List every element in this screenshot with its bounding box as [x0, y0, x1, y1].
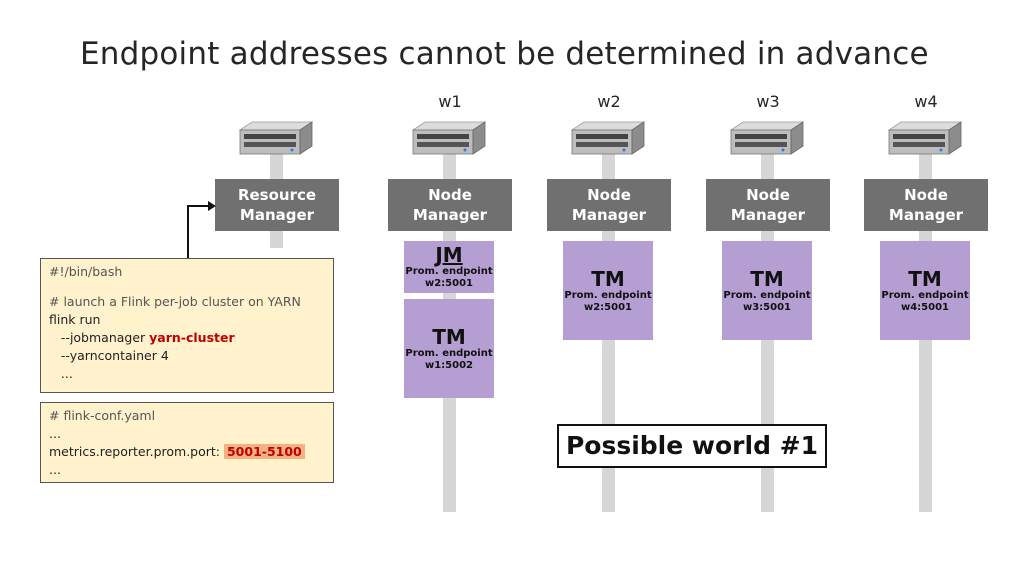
tm-endpoint-addr: w1:5002	[424, 359, 474, 371]
tm-container-w2: TM Prom. endpoint w2:5001	[563, 241, 653, 340]
server-icon	[238, 121, 314, 155]
tm-container-w4: TM Prom. endpoint w4:5001	[880, 241, 970, 340]
nm-label-1: Node	[746, 186, 790, 204]
tm-endpoint-label: Prom. endpoint	[723, 289, 811, 301]
jm-endpoint-addr: w2:5001	[424, 278, 474, 289]
server-icon	[887, 121, 963, 155]
slide-title: Endpoint addresses cannot be determined …	[80, 36, 929, 72]
nm-label-1: Node	[904, 186, 948, 204]
tm-endpoint-addr: w4:5001	[900, 301, 950, 313]
tm-endpoint-label: Prom. endpoint	[564, 289, 652, 301]
rm-label-2: Manager	[239, 206, 315, 224]
worker-label-w1: w1	[438, 92, 462, 111]
server-icon	[570, 121, 646, 155]
tm-name: TM	[750, 266, 784, 291]
tm-endpoint-label: Prom. endpoint	[881, 289, 969, 301]
worker-label-w3: w3	[756, 92, 780, 111]
nm-label-2: Manager	[730, 206, 806, 224]
server-icon	[729, 121, 805, 155]
jm-name: JM	[435, 243, 463, 267]
rm-label-1: Resource	[237, 186, 317, 204]
script-arg2: --yarncontainer 4	[49, 348, 169, 363]
script-command: flink run	[49, 312, 101, 327]
possible-world-label: Possible world #1	[557, 424, 827, 468]
conf-ellipsis-1: ...	[49, 426, 61, 441]
flink-conf-box: # flink-conf.yaml ... metrics.reporter.p…	[40, 402, 334, 483]
conf-port-range: 5001-5100	[223, 444, 305, 459]
jm-endpoint-label: Prom. endpoint	[405, 266, 493, 277]
conf-key: metrics.reporter.prom.port:	[49, 444, 224, 459]
tm-name: TM	[591, 266, 625, 291]
nm-label-1: Node	[428, 186, 472, 204]
script-arg1: --jobmanager	[49, 330, 150, 345]
script-ellipsis: ...	[49, 366, 73, 381]
nm-label-1: Node	[587, 186, 631, 204]
nm-label-2: Manager	[888, 206, 964, 224]
launch-script-box: #!/bin/bash # launch a Flink per-job clu…	[40, 258, 334, 393]
script-shebang: #!/bin/bash	[49, 264, 123, 279]
server-icon	[411, 121, 487, 155]
tm-endpoint-addr: w2:5001	[583, 301, 633, 313]
worker-label-w4: w4	[914, 92, 938, 111]
worker-label-w2: w2	[597, 92, 621, 111]
script-arg1-value: yarn-cluster	[149, 330, 235, 345]
jm-container-w1: JM Prom. endpoint w2:5001	[404, 241, 494, 293]
submit-arrow	[187, 201, 216, 260]
nm-label-2: Manager	[412, 206, 488, 224]
tm-container-w1: TM Prom. endpoint w1:5002	[404, 299, 494, 398]
tm-endpoint-label: Prom. endpoint	[405, 347, 493, 359]
conf-comment: # flink-conf.yaml	[49, 408, 156, 423]
tm-container-w3: TM Prom. endpoint w3:5001	[722, 241, 812, 340]
nm-label-2: Manager	[571, 206, 647, 224]
tm-name: TM	[908, 266, 942, 291]
conf-ellipsis-2: ...	[49, 462, 61, 477]
tm-endpoint-addr: w3:5001	[742, 301, 792, 313]
tm-name: TM	[432, 324, 466, 349]
script-comment: # launch a Flink per-job cluster on YARN	[49, 294, 301, 309]
